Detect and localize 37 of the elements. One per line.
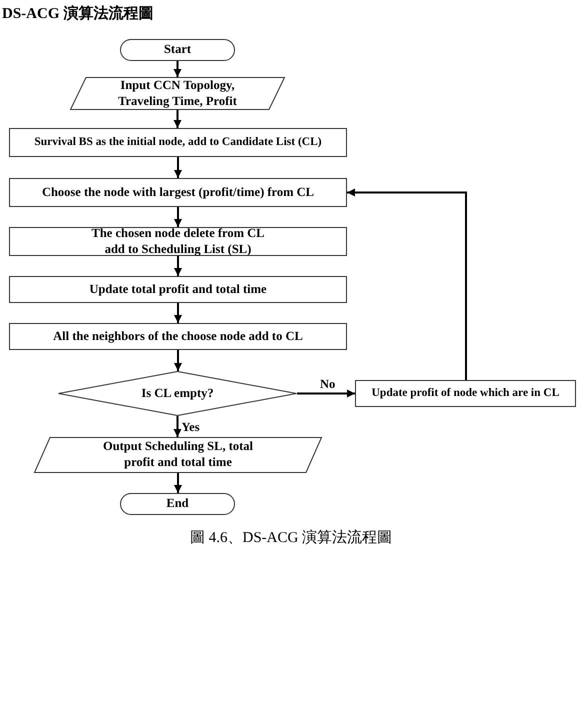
arrow (174, 61, 182, 77)
arrow (174, 416, 182, 437)
decision-diamond (58, 371, 297, 416)
node-label: Survival BS as the initial node, add to Candidate List (CL) (33, 135, 323, 150)
arrow (174, 473, 182, 493)
process-box (9, 323, 347, 350)
arrow (297, 390, 355, 398)
node-label: Start (162, 42, 192, 58)
process-box (9, 276, 347, 303)
process-box (9, 128, 347, 157)
arrow (174, 207, 182, 227)
process-box (9, 227, 347, 256)
arrow (347, 188, 467, 380)
io-parallelogram (34, 437, 322, 473)
node-label: End (165, 496, 190, 512)
arrow (174, 256, 182, 276)
node-label: Input CCN Topology, Traveling Time, Profit (117, 78, 238, 110)
arrow (174, 157, 182, 178)
node-label: All the neighbors of the choose node add to CL (52, 328, 304, 344)
node-label: Output Scheduling SL, total profit and total time (102, 439, 254, 471)
terminal-box (120, 493, 235, 515)
node-label: Update profit of node which are in CL (370, 386, 560, 401)
node-label: Is CL empty? (140, 386, 215, 402)
terminal-box (120, 39, 235, 61)
process-box (355, 380, 576, 407)
io-parallelogram (70, 77, 285, 110)
node-label: Choose the node with largest (profit/time) from CL (40, 184, 316, 200)
arrow (174, 303, 182, 323)
title: DS-ACG 演算法流程圖 (2, 4, 154, 23)
arrow (174, 110, 182, 128)
caption: 圖 4.6、DS-ACG 演算法流程圖 (190, 528, 392, 547)
node-label: Update total profit and total time (88, 282, 268, 298)
arrow (174, 350, 182, 371)
process-box (9, 178, 347, 207)
edge-label: No (319, 378, 336, 390)
edge-label: Yes (180, 421, 201, 434)
node-label: The chosen node delete from CL add to Scheduling List (SL) (90, 226, 266, 258)
